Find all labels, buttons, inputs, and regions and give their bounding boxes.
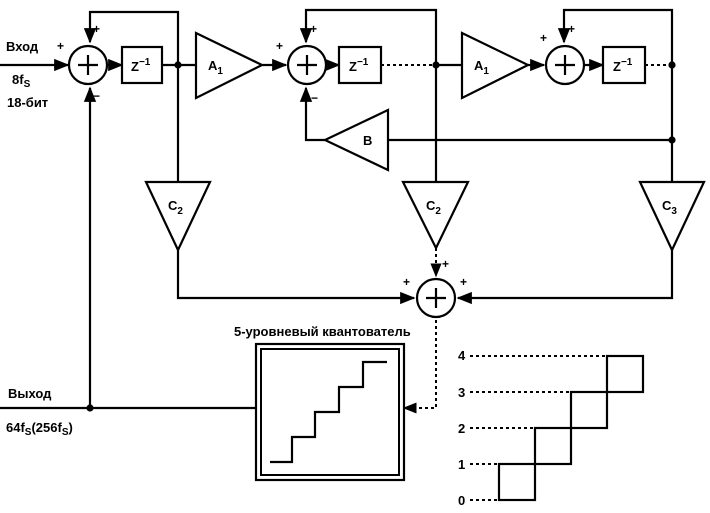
svg-text:−: − xyxy=(311,91,318,105)
output-labels: Выход 64fS(256fS) xyxy=(6,386,73,438)
svg-text:Z−1: Z−1 xyxy=(349,57,369,74)
level-label-4: 4 xyxy=(458,348,466,363)
quantizer-title: 5-уровневый квантователь xyxy=(234,324,411,339)
svg-text:+: + xyxy=(57,39,64,53)
svg-text:B: B xyxy=(363,133,372,148)
amplifier-c2-right: C2 xyxy=(401,180,470,251)
amplifier-c2-left: C2 xyxy=(144,180,212,253)
summing-junction-2 xyxy=(286,44,328,86)
amplifier-c3: C3 xyxy=(638,180,706,253)
svg-text:Z−1: Z−1 xyxy=(131,57,151,74)
signal-wires xyxy=(0,8,674,414)
delay-block-1: Z−1 xyxy=(120,45,164,85)
svg-text:+: + xyxy=(460,275,467,289)
summing-junction-output xyxy=(415,277,457,319)
quantizer-block xyxy=(254,342,406,482)
delay-block-2: Z−1 xyxy=(337,45,383,85)
svg-text:+: + xyxy=(568,22,575,36)
svg-text:+: + xyxy=(442,257,449,271)
svg-text:Z−1: Z−1 xyxy=(613,57,633,74)
svg-text:+: + xyxy=(403,275,410,289)
svg-text:C2: C2 xyxy=(426,198,441,217)
svg-text:Вход: Вход xyxy=(6,39,39,54)
svg-text:+: + xyxy=(540,31,547,45)
svg-text:C2: C2 xyxy=(168,198,183,217)
svg-text:+: + xyxy=(93,22,100,36)
svg-text:8fS: 8fS xyxy=(12,72,31,90)
summing-junction-1 xyxy=(67,44,109,86)
svg-text:A1: A1 xyxy=(474,58,489,77)
quantizer-level-diagram: 4 3 2 1 0 xyxy=(458,348,645,508)
level-label-1: 1 xyxy=(458,457,465,472)
svg-text:C3: C3 xyxy=(662,198,677,217)
svg-text:A1: A1 xyxy=(208,58,223,77)
svg-text:+: + xyxy=(310,22,317,36)
level-label-3: 3 xyxy=(458,385,465,400)
summing-junction-3 xyxy=(544,44,586,86)
level-label-2: 2 xyxy=(458,421,465,436)
amplifier-a1-first: A1 xyxy=(194,31,265,100)
delay-block-3: Z−1 xyxy=(601,45,647,85)
svg-text:−: − xyxy=(93,89,100,103)
svg-text:64fS(256fS): 64fS(256fS) xyxy=(6,420,73,438)
amplifier-b: B xyxy=(322,108,390,172)
level-label-0: 0 xyxy=(458,493,465,508)
svg-text:+: + xyxy=(276,39,283,53)
input-labels: Вход 8fS 18-бит xyxy=(6,39,48,110)
svg-text:Выход: Выход xyxy=(8,386,52,401)
amplifier-a1-second: A1 xyxy=(460,31,531,100)
svg-text:18-бит: 18-бит xyxy=(7,95,48,110)
junction-dots xyxy=(86,61,676,412)
sign-labels: + + − + + − + + + + + xyxy=(57,22,575,289)
